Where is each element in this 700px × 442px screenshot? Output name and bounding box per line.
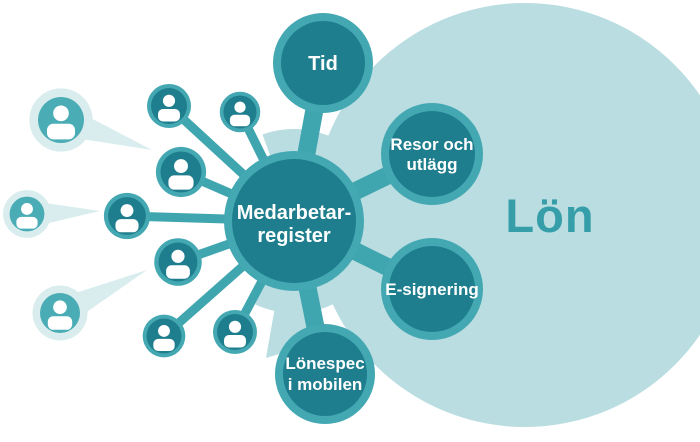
node-circle (281, 21, 365, 105)
hub-label-line1: Medarbetar- (237, 202, 351, 224)
user-icon-1 (147, 84, 191, 128)
esignering-label: E-signering (385, 280, 479, 299)
resor-label-line1: Resor och (390, 135, 473, 154)
pointer-tail (47, 203, 100, 224)
person-silhouette-faded-icon (29, 88, 93, 152)
node-circle (283, 332, 367, 416)
external-user-1 (29, 88, 152, 152)
pointer-tail (82, 117, 152, 150)
resor-label-line2: utlägg (407, 155, 458, 174)
user-icon-4 (103, 192, 151, 240)
lonespec-label-line1: Lönespec (285, 354, 364, 373)
external-user-3 (32, 270, 147, 341)
node-circle (389, 111, 475, 197)
node-resor-och-utlagg: Resor och utlägg (381, 103, 483, 205)
pointer-tail (76, 270, 147, 313)
node-tid: Tid (273, 13, 373, 113)
person-silhouette-faded-icon (32, 285, 88, 341)
lon-label: Lön (505, 189, 594, 242)
lonespec-label-line2: i mobilen (288, 375, 363, 394)
user-icon-3 (155, 146, 207, 198)
user-icon-5 (154, 238, 202, 286)
hub-circle (232, 159, 356, 283)
hub-label-line2: register (257, 225, 331, 247)
node-circle (389, 246, 475, 332)
user-icon-7 (213, 310, 257, 354)
user-icon-2 (219, 91, 261, 133)
tid-label: Tid (308, 53, 338, 75)
node-lonespec-i-mobilen: Lönespec i mobilen (275, 324, 375, 424)
person-silhouette-faded-icon (3, 190, 51, 238)
node-medarbetarregister: Medarbetar- register (224, 151, 364, 291)
node-esignering: E-signering (381, 238, 483, 340)
user-icon-6 (142, 314, 186, 358)
external-user-2 (3, 190, 100, 238)
